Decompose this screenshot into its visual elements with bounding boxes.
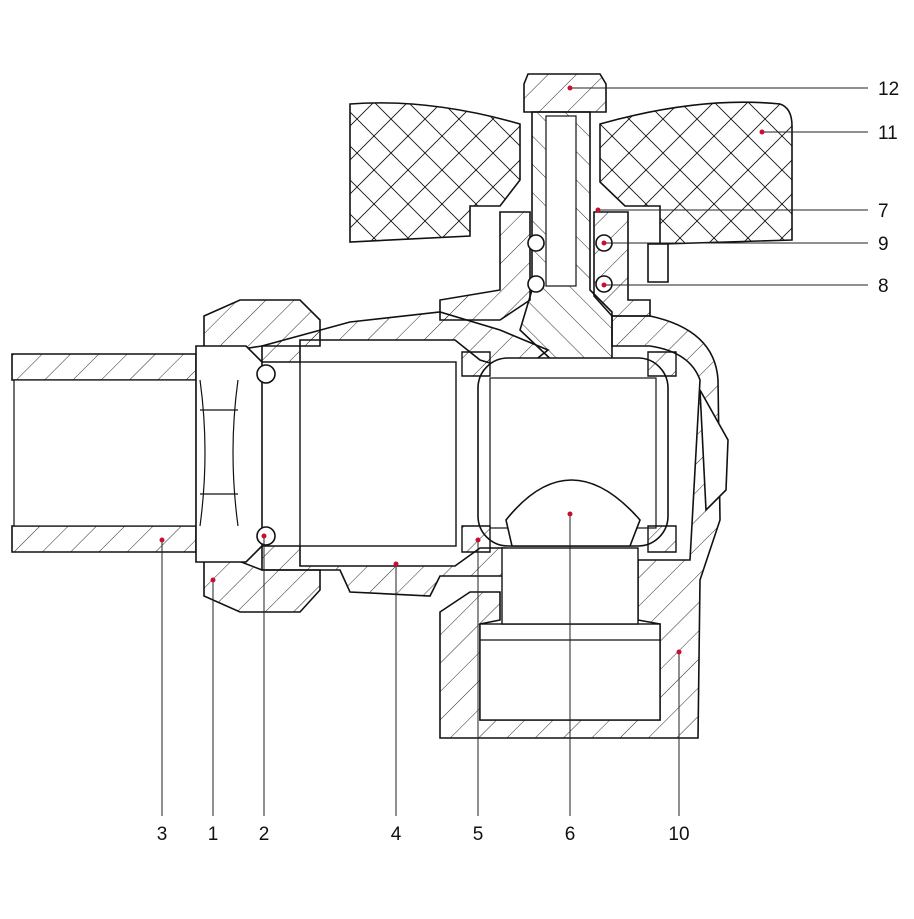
label-8: 8 [878,276,889,297]
body-part-10-lug [699,389,729,512]
tailpiece-part-3-top [11,353,197,381]
callout-1 [210,577,216,816]
oring-part-8-left [527,275,545,293]
label-3: 3 [157,824,168,845]
callout-5 [475,537,481,816]
callout-6 [567,511,573,816]
label-1: 1 [208,824,219,845]
callout-4 [393,561,399,816]
bonnet-left [439,211,531,321]
oring-part-2-top [256,364,276,384]
nut-part-12 [523,73,607,113]
callout-10 [676,649,682,816]
tailpiece-bore [13,379,197,527]
body-part-10 [439,315,721,739]
seat-part-5-bottom-right [647,525,677,553]
callout-11 [759,129,868,135]
ball-cone [505,479,641,547]
callout-7 [595,207,868,213]
label-2: 2 [259,824,270,845]
tailpiece-part-3-bottom [11,525,197,553]
label-11: 11 [878,123,898,144]
callout-8 [601,282,868,288]
bore-interior [299,361,457,547]
label-6: 6 [565,824,576,845]
label-5: 5 [473,824,484,845]
label-9: 9 [878,234,889,255]
oring-part-9-left [527,234,545,252]
label-10: 10 [668,824,689,845]
callout-2 [261,533,267,816]
bonnet-right [593,211,651,317]
handle-part-11 [349,102,521,243]
handle-lug [647,243,669,283]
callout-3 [159,537,165,816]
callout-9 [601,240,868,246]
label-12: 12 [878,79,899,100]
tailpiece-shoulder [195,345,263,563]
stem-core [545,115,577,287]
seat-part-5-top-right [647,351,677,377]
label-4: 4 [391,824,402,845]
label-7: 7 [878,201,889,222]
tailpiece-waist [199,379,239,527]
seat-part-5-top-left [461,351,491,377]
handle-part-11-right [599,101,793,245]
callout-12 [567,85,868,91]
